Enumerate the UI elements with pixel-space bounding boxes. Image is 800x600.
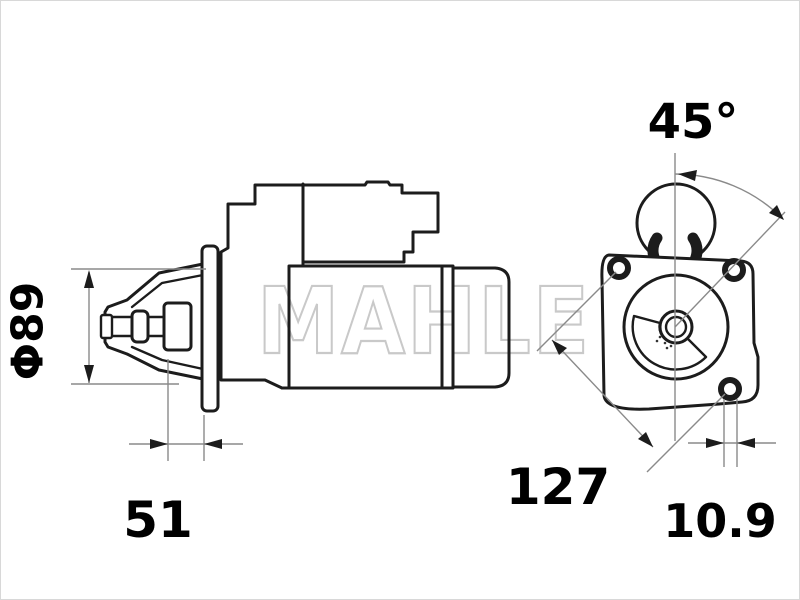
shaft-end-cap (99, 313, 114, 340)
bearing-boss (162, 301, 193, 352)
drive-bracket-outline (219, 183, 305, 390)
label-51: 51 (123, 491, 193, 549)
dimension-45deg: 45° (648, 94, 786, 441)
dimension-51: 51 (123, 359, 243, 549)
dimension-phi89: Φ89 (3, 268, 206, 385)
label-10-9: 10.9 (663, 494, 777, 548)
nose-cone-inner-bottom (130, 345, 205, 371)
motor-body (280, 264, 455, 390)
label-45deg: 45° (648, 94, 739, 150)
solenoid-outline (301, 180, 440, 264)
end-cap (451, 266, 511, 389)
mounting-flange-side (200, 244, 220, 413)
knurl-dots (655, 331, 673, 350)
label-phi89: Φ89 (3, 282, 54, 381)
angle-reference-line (674, 211, 786, 328)
bolt-hole-top-right (722, 258, 746, 282)
hub-inner-ring (664, 315, 688, 339)
pinion-collar (130, 309, 150, 344)
bolt-hole-top-left (607, 256, 631, 280)
label-127: 127 (506, 458, 610, 516)
dimension-127: 127 (506, 271, 726, 516)
nose-cone-inner-top (130, 273, 205, 309)
side-view (99, 180, 511, 413)
front-view (600, 182, 760, 411)
dimension-10-9: 10.9 (663, 399, 777, 548)
mahle-watermark: MAHLE (257, 268, 591, 375)
bolt-hole-bottom-right (718, 377, 742, 401)
